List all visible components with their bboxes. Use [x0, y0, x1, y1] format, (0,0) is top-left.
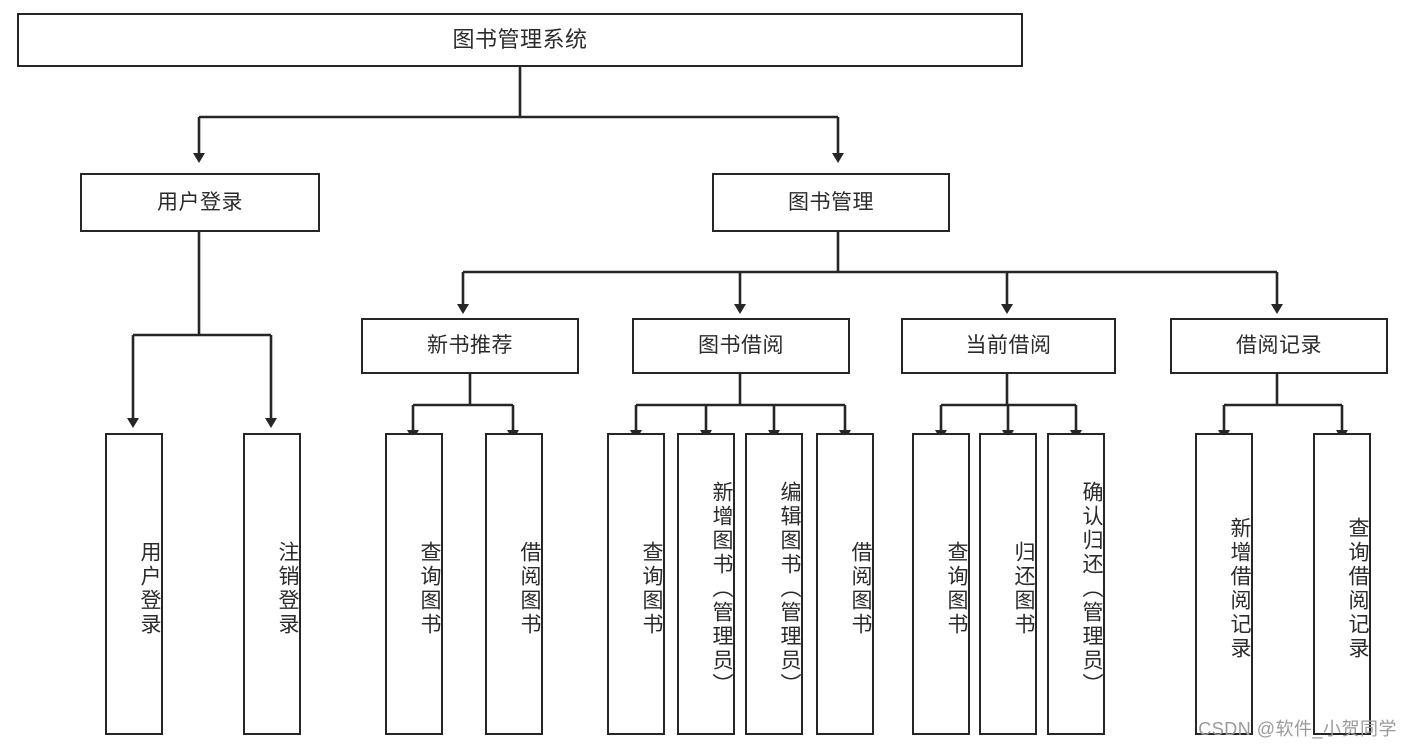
node-leaf-add-borrow-record-label: 新增借阅记录 — [1228, 517, 1251, 661]
node-borrow-record-label: 借阅记录 — [1236, 334, 1322, 358]
node-leaf-return-book-label: 归还图书 — [1012, 541, 1035, 637]
node-leaf-confirm-return[interactable]: 确认归还（管理员） — [1047, 433, 1105, 735]
edge-group-user-login — [127, 232, 277, 428]
node-leaf-borrow-book-recommend[interactable]: 借阅图书 — [485, 433, 543, 735]
edge-group-root — [193, 67, 844, 163]
node-leaf-query-book-recommend-label: 查询图书 — [418, 541, 441, 637]
node-book-manage-label: 图书管理 — [788, 190, 874, 214]
node-leaf-edit-book-label: 编辑图书（管理员） — [778, 481, 801, 697]
node-new-book-recommend[interactable]: 新书推荐 — [361, 318, 579, 374]
node-leaf-confirm-return-label: 确认归还（管理员） — [1080, 481, 1103, 697]
node-leaf-query-book-borrow[interactable]: 查询图书 — [607, 433, 665, 735]
node-leaf-borrow-book-recommend-label: 借阅图书 — [518, 541, 541, 637]
node-leaf-add-book-label: 新增图书（管理员） — [710, 481, 733, 697]
node-book-manage[interactable]: 图书管理 — [712, 173, 950, 232]
node-leaf-borrow-book[interactable]: 借阅图书 — [816, 433, 874, 735]
node-leaf-return-book[interactable]: 归还图书 — [979, 433, 1037, 735]
node-root-label: 图书管理系统 — [452, 26, 588, 52]
node-borrow-record[interactable]: 借阅记录 — [1170, 318, 1388, 374]
node-leaf-user-login-label: 用户登录 — [138, 541, 161, 637]
node-leaf-user-login[interactable]: 用户登录 — [105, 433, 163, 735]
node-leaf-logout-label: 注销登录 — [276, 541, 299, 637]
node-leaf-borrow-book-label: 借阅图书 — [849, 541, 872, 637]
node-leaf-query-borrow-record[interactable]: 查询借阅记录 — [1313, 433, 1371, 735]
node-new-book-recommend-label: 新书推荐 — [427, 334, 513, 358]
node-leaf-edit-book[interactable]: 编辑图书（管理员） — [745, 433, 803, 735]
edge-group-book-borrow — [630, 374, 851, 440]
edge-group-new-book — [407, 374, 519, 440]
node-current-borrow[interactable]: 当前借阅 — [901, 318, 1116, 374]
node-leaf-query-book-current-label: 查询图书 — [945, 541, 968, 637]
node-user-login[interactable]: 用户登录 — [80, 173, 320, 232]
node-book-borrow-label: 图书借阅 — [698, 334, 784, 358]
node-current-borrow-label: 当前借阅 — [965, 334, 1052, 358]
node-leaf-logout[interactable]: 注销登录 — [243, 433, 301, 735]
node-leaf-add-book[interactable]: 新增图书（管理员） — [677, 433, 735, 735]
node-leaf-query-borrow-record-label: 查询借阅记录 — [1346, 517, 1369, 661]
node-user-login-label: 用户登录 — [157, 190, 243, 214]
node-root[interactable]: 图书管理系统 — [17, 13, 1023, 67]
edge-group-borrow-record — [1218, 374, 1348, 440]
edge-group-book-manage — [457, 232, 1283, 314]
node-leaf-query-book-current[interactable]: 查询图书 — [912, 433, 970, 735]
node-leaf-query-book-recommend[interactable]: 查询图书 — [385, 433, 443, 735]
edge-group-current-borrow — [935, 374, 1082, 440]
node-leaf-add-borrow-record[interactable]: 新增借阅记录 — [1195, 433, 1253, 735]
watermark-text: CSDN @软件_小贺同学 — [1198, 719, 1397, 739]
node-leaf-query-book-borrow-label: 查询图书 — [640, 541, 663, 637]
node-book-borrow[interactable]: 图书借阅 — [632, 318, 850, 374]
